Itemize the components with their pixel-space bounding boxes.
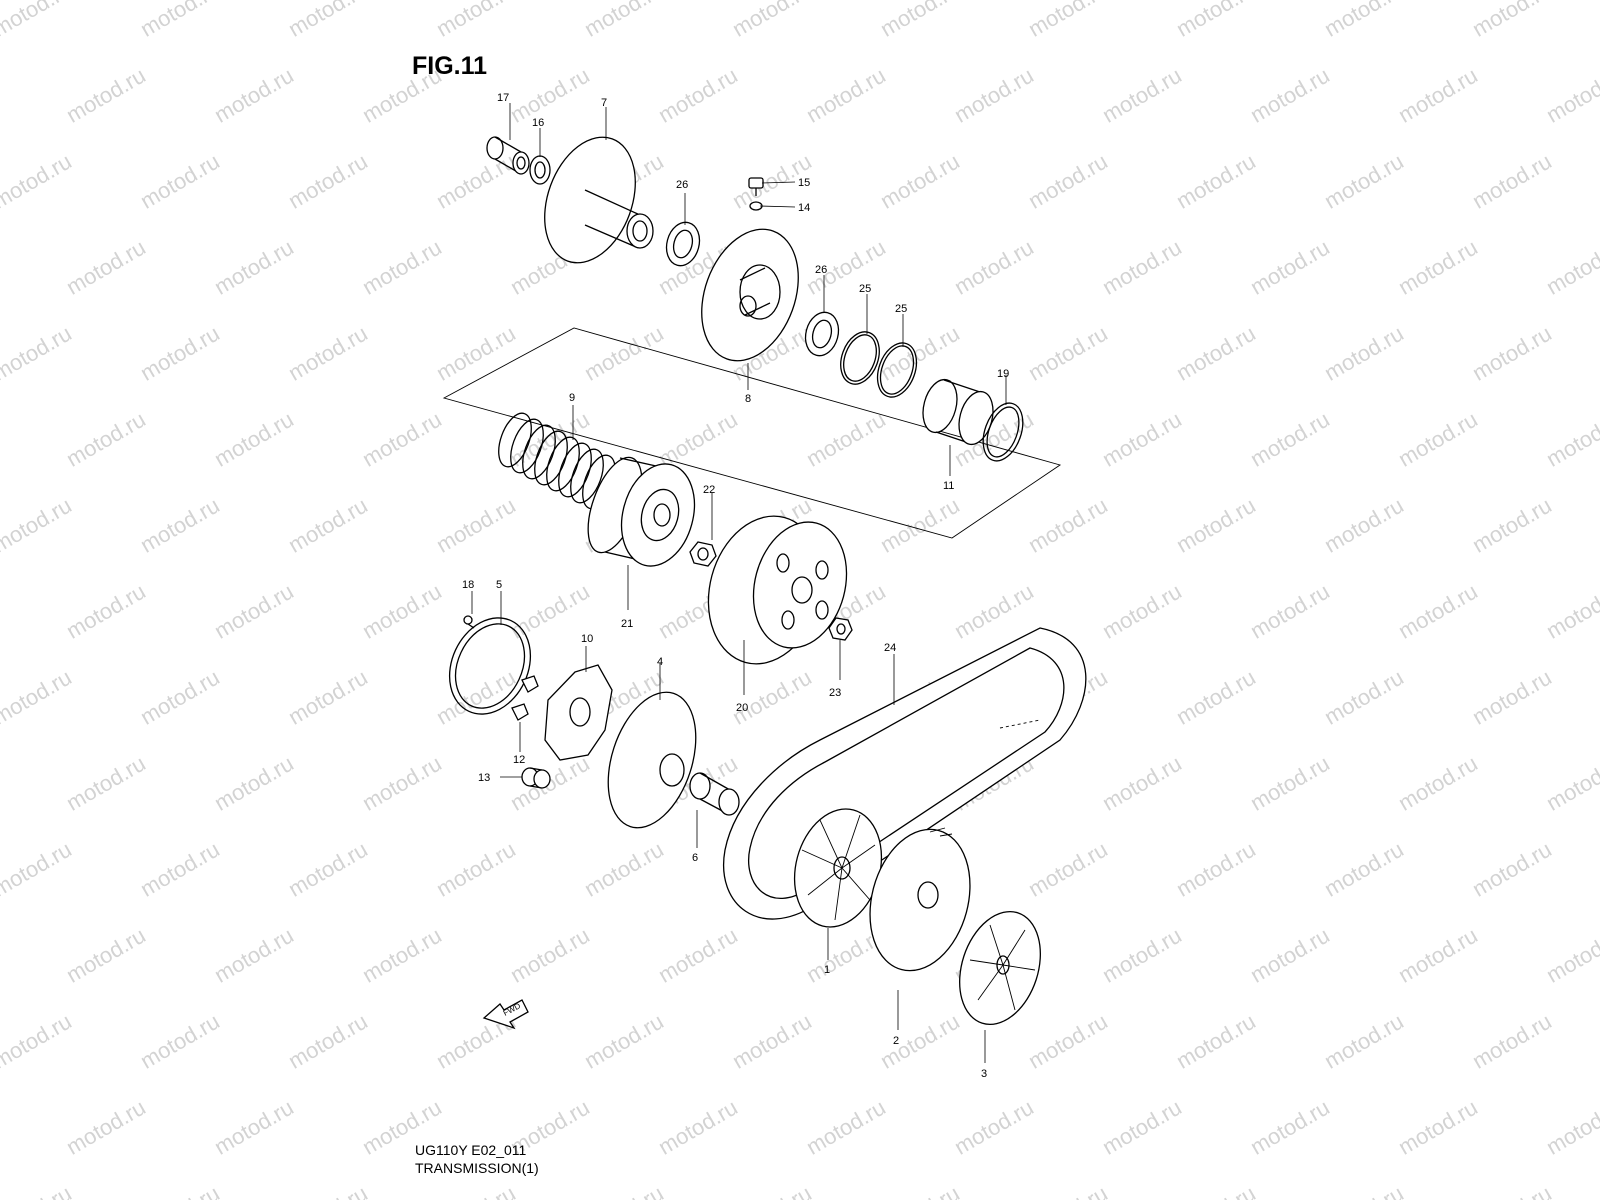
part-10-ramp-plate <box>544 664 613 761</box>
callout-18: 18 <box>462 579 474 591</box>
callout-9: 9 <box>569 392 575 404</box>
forward-arrow-icon: FWD <box>482 999 529 1030</box>
callout-16: 16 <box>532 117 544 129</box>
spring-coil <box>510 418 544 474</box>
spring-coil <box>558 442 592 498</box>
part-9-spring <box>498 412 616 510</box>
callout-22: 22 <box>703 484 715 496</box>
callout-6: 6 <box>692 852 698 864</box>
callout-8: 8 <box>745 393 751 405</box>
part-16-oil-seal <box>529 155 551 185</box>
callout-10: 10 <box>581 633 593 645</box>
part-3-fan-plate <box>959 910 1041 1026</box>
part-25-o-ring-right <box>876 342 918 398</box>
spring-coil <box>498 412 532 468</box>
part-2-fixed-drive-face <box>869 827 971 972</box>
callout-20: 20 <box>736 702 748 714</box>
callout-leaders <box>471 103 1007 1063</box>
callout-19: 19 <box>997 368 1009 380</box>
part-20-clutch-housing <box>707 515 848 665</box>
part-26-oil-seal-upper <box>665 221 701 267</box>
callout-2: 2 <box>893 1035 899 1047</box>
part-22-nut <box>689 541 717 567</box>
figure-title: FIG.11 <box>412 52 488 80</box>
part-15-bolt <box>748 177 764 196</box>
part-18-screw <box>463 615 475 629</box>
part-12-slide-piece <box>511 675 539 721</box>
callout-21: 21 <box>621 618 633 630</box>
callout-25-right: 25 <box>895 303 907 315</box>
spring-coil <box>522 424 556 480</box>
callout-13: 13 <box>478 772 490 784</box>
callout-14: 14 <box>798 202 810 214</box>
part-5-cover-ring <box>448 617 532 715</box>
part-17-needle-bearing <box>486 136 530 175</box>
callout-4: 4 <box>657 656 663 668</box>
part-19-circlip <box>982 402 1024 462</box>
callout-11: 11 <box>943 480 954 492</box>
part-26-oil-seal-lower <box>804 311 840 357</box>
callout-17: 17 <box>497 92 509 104</box>
part-7-movable-drive-face <box>544 136 654 264</box>
part-8-face-plate <box>701 228 799 362</box>
part-11-sleeve <box>922 378 994 446</box>
callout-numbers: 17 16 7 26 15 14 26 25 25 8 19 11 9 22 2… <box>462 92 1009 1080</box>
part-13-roller-weight <box>521 767 551 789</box>
callout-3: 3 <box>981 1068 987 1080</box>
part-25-o-ring-left <box>840 331 880 385</box>
callout-26-lower: 26 <box>815 264 827 276</box>
spring-coil <box>546 436 580 492</box>
part-6-collar <box>689 772 740 816</box>
callout-26-upper: 26 <box>676 179 688 191</box>
callout-15: 15 <box>798 177 810 189</box>
part-21-clutch-carrier <box>587 456 696 567</box>
callout-7: 7 <box>601 97 607 109</box>
callout-12: 12 <box>513 754 525 766</box>
callout-24: 24 <box>884 642 896 654</box>
spring-coil <box>534 430 568 486</box>
figure-code: UG110Y E02_011 <box>415 1142 527 1158</box>
callout-5: 5 <box>496 579 502 591</box>
part-23-nut <box>828 617 853 641</box>
part-4-movable-drive-plate <box>607 691 697 829</box>
assembly-group-outline <box>442 327 1062 539</box>
callout-1: 1 <box>824 964 830 976</box>
callout-25-left: 25 <box>859 283 871 295</box>
spring-coil <box>570 448 604 504</box>
callout-23: 23 <box>829 687 841 699</box>
figure-name: TRANSMISSION(1) <box>415 1160 539 1176</box>
